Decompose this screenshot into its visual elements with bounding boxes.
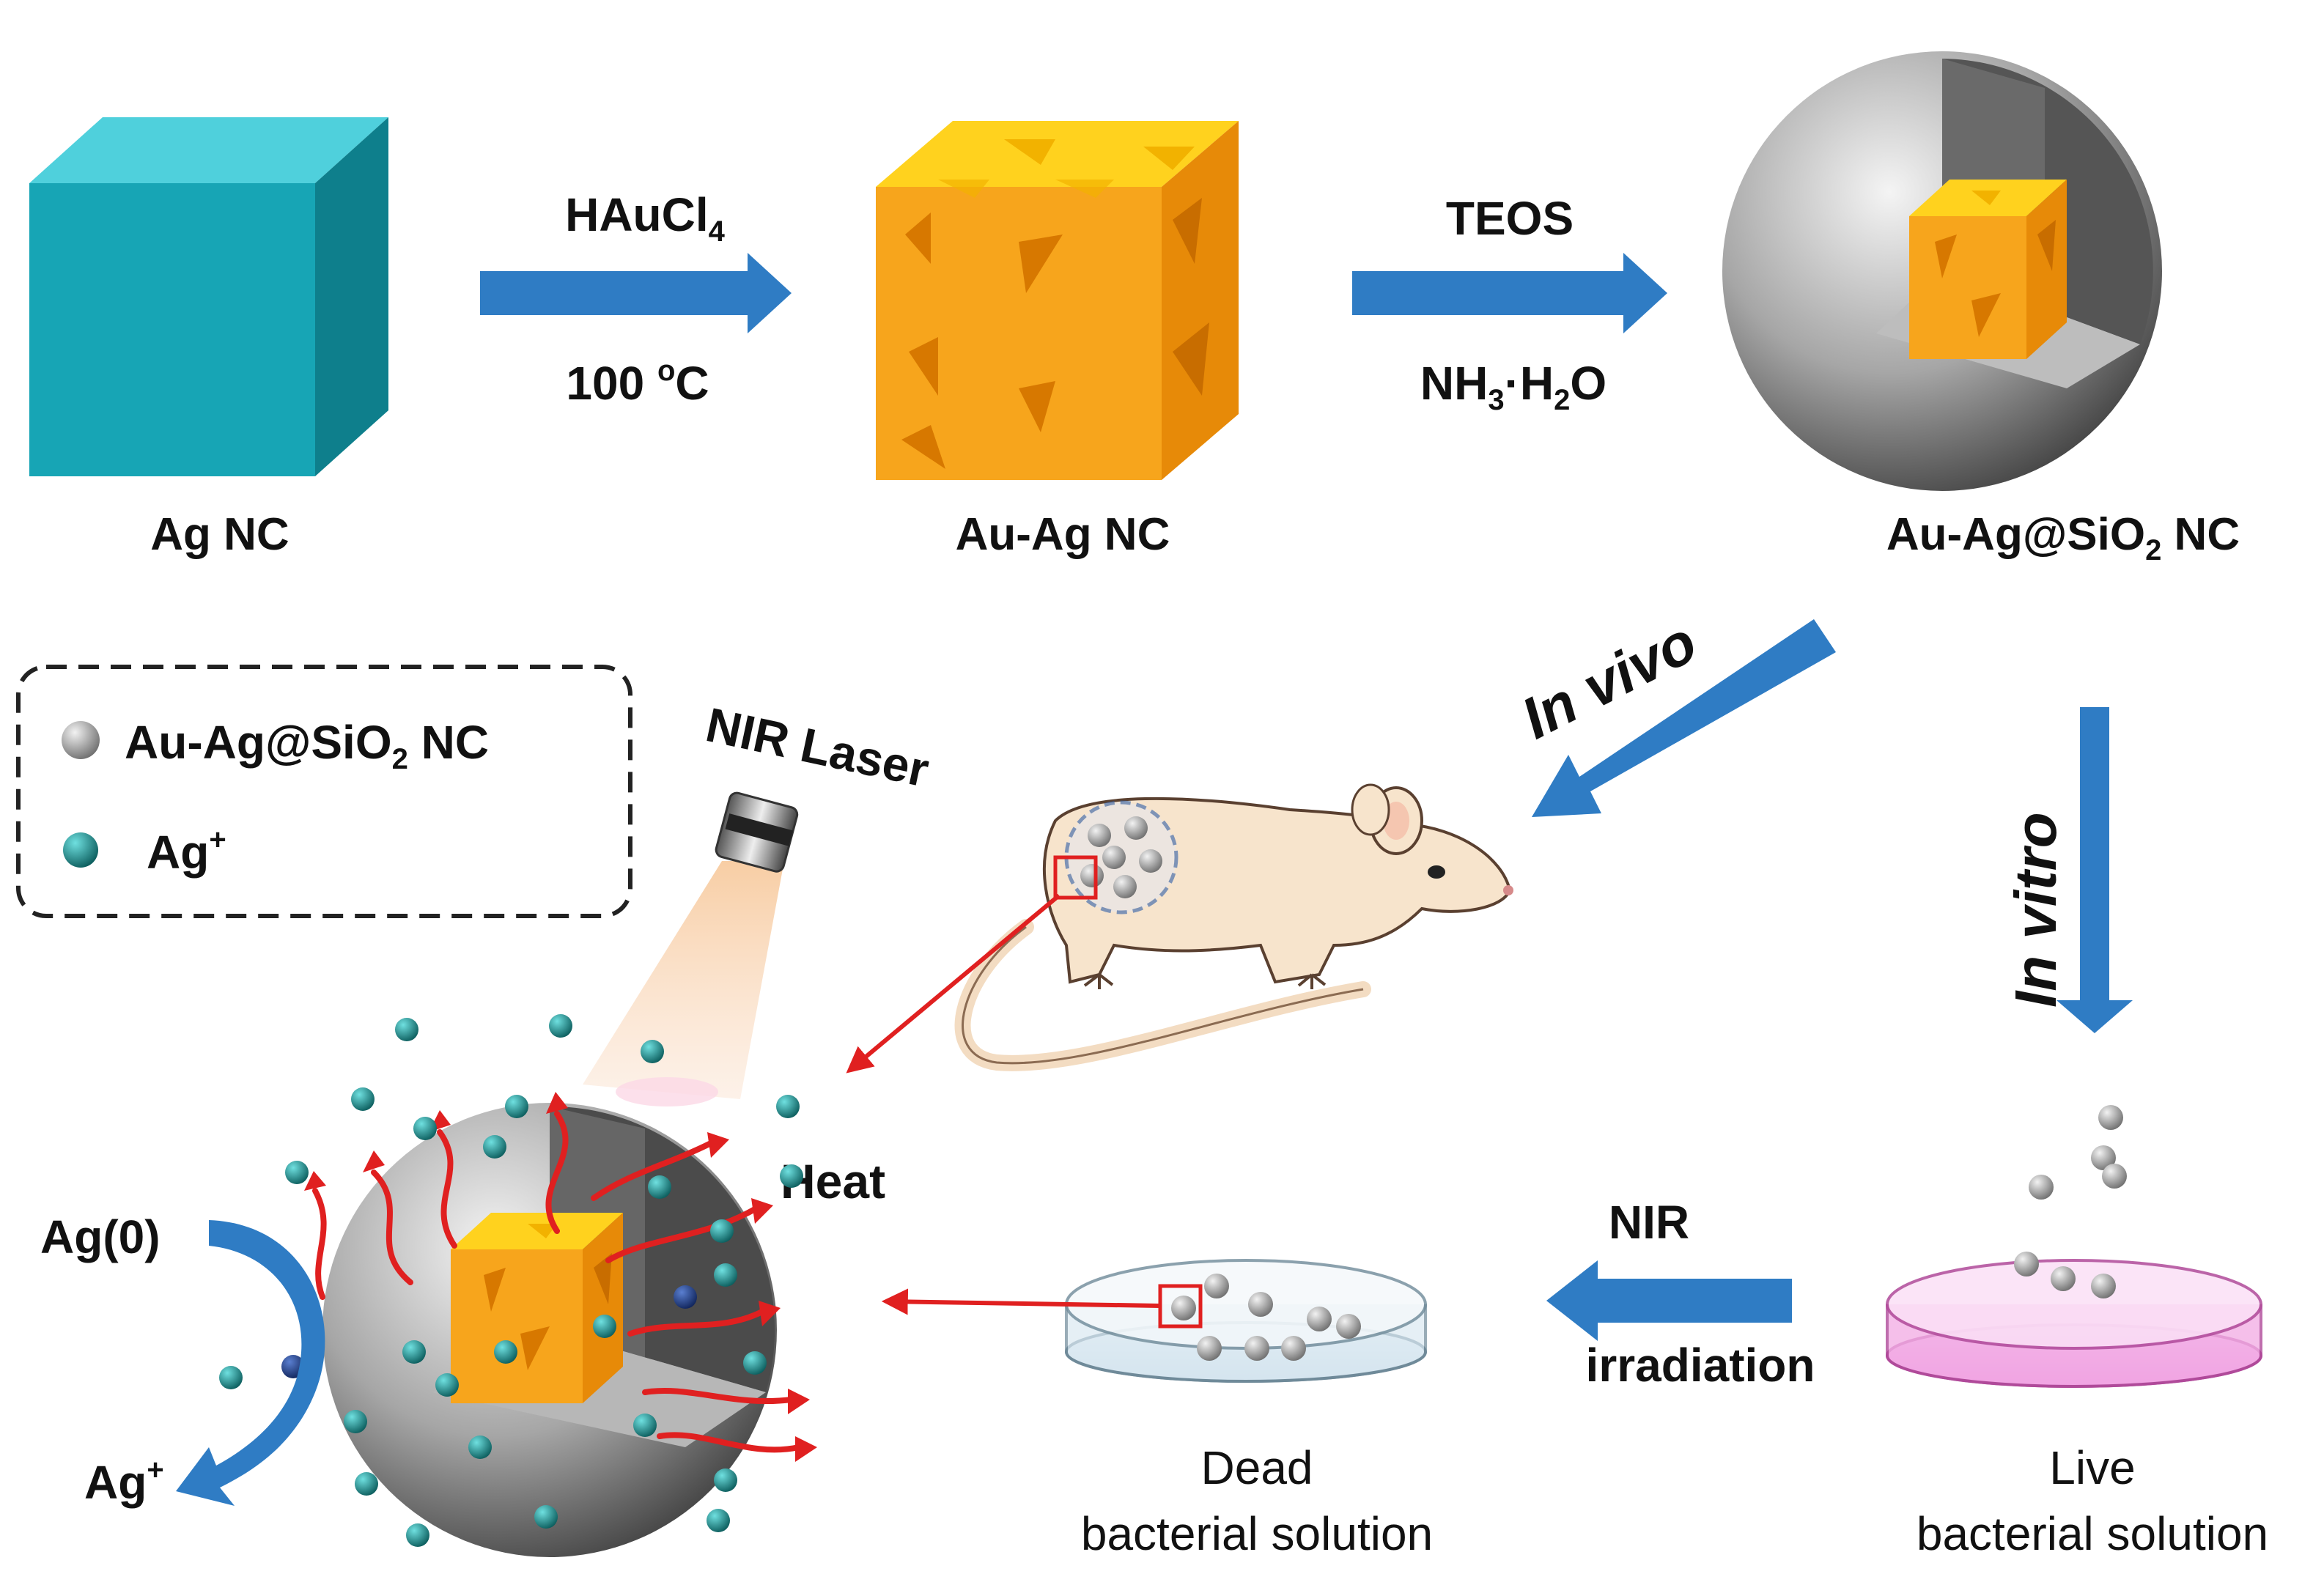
mouse-icon (954, 783, 1513, 1071)
legend: Au-Ag@SiO2 NC Ag+ (16, 665, 632, 918)
laser-label: NIR Laser (701, 697, 934, 797)
dish-live-line1: Live (2049, 1441, 2135, 1494)
arrow-step1 (480, 253, 792, 333)
legend-nanoparticle-icon (62, 721, 100, 759)
falling-nanoparticles (2029, 1105, 2127, 1200)
heat-arrowheads (304, 1092, 817, 1462)
stage2-label: Au-Ag NC (956, 509, 1170, 560)
nir-step-line2: irradiation (1586, 1339, 1815, 1392)
legend-item-nanoparticle: Au-Ag@SiO2 NC (125, 716, 489, 775)
arrow-in-vivo (1532, 619, 1836, 817)
step1-reagent: HAuCl4 (565, 188, 726, 248)
nir-step-line1: NIR (1609, 1196, 1689, 1249)
laser-icon (583, 791, 799, 1106)
release-arrow (176, 1220, 325, 1506)
dead-dish-icon (1065, 1259, 1427, 1383)
au-ag-nanocube-icon (876, 121, 1239, 480)
legend-ion-icon (63, 832, 98, 868)
heat-waves (312, 1111, 802, 1453)
dish-live-line2: bacterial solution (1917, 1507, 2268, 1560)
stage3-label: Au-Ag@SiO2 NC (1886, 509, 2240, 566)
zoom-arrow-dish (881, 1288, 1161, 1315)
stage1-label: Ag NC (150, 509, 289, 560)
step2-condition: NH3·H2O (1420, 357, 1606, 416)
photothermal-nanoparticle-icon (322, 1103, 777, 1557)
legend-item-ion: Ag+ (147, 824, 226, 879)
zoom-arrow-mouse (846, 893, 1060, 1074)
release-from-label: Ag(0) (40, 1211, 161, 1263)
ag-nanocube-icon (29, 117, 388, 476)
step2-reagent: TEOS (1446, 192, 1574, 245)
arrow-nir-irradiation (1546, 1260, 1792, 1341)
arrow-in-vitro (2056, 707, 2133, 1033)
route-in-vitro-label: In vitro (2003, 812, 2068, 1008)
dish-dead-line2: bacterial solution (1081, 1507, 1433, 1560)
release-to-label: Ag+ (84, 1454, 164, 1509)
arrow-step2 (1352, 253, 1667, 333)
live-dish-icon (1886, 1252, 2262, 1388)
ag-ion-dots (219, 1014, 803, 1547)
core-shell-nanoparticle-icon (1722, 51, 2162, 491)
step1-condition: 100 oC (566, 355, 709, 410)
dish-dead-line1: Dead (1201, 1441, 1313, 1494)
